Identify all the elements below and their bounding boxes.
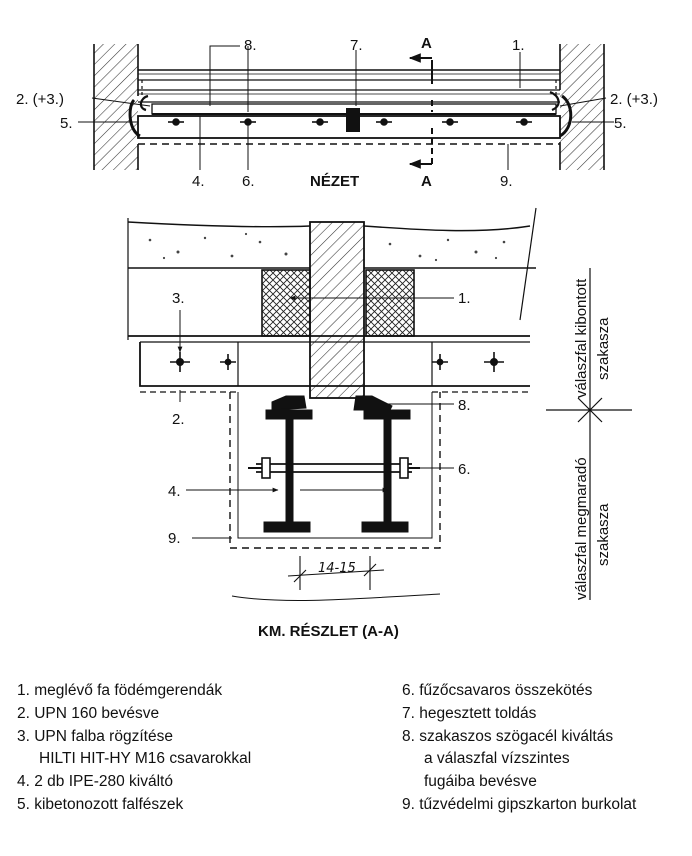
upn-channel — [128, 335, 530, 393]
view-bolts — [168, 118, 532, 126]
legend-item-8-cont1: a válaszfal vízszintes — [424, 750, 570, 768]
legend-item-1: 1. meglévő fa födémgerendák — [17, 682, 223, 699]
section-drawing: 14-15 válaszfal kibontott szakasza válas… — [127, 207, 632, 640]
legend-item-3: 3. UPN falba rögzítése — [17, 727, 173, 745]
view-label-9: 9. — [500, 173, 513, 190]
view-label-7: 7. — [350, 37, 363, 54]
zone-upper-label: válaszfal kibontott szakasza — [573, 278, 612, 398]
view-title: NÉZET — [310, 173, 359, 190]
legend-item-8: 8. szakaszos szögacél kiváltás — [402, 727, 614, 745]
weld-splice — [346, 108, 360, 132]
zone-upper-line2: szakasza — [595, 317, 612, 380]
section-label-8: 8. — [458, 397, 471, 414]
view-label-8: 8. — [244, 37, 257, 54]
legend-item-5: 5. kibetonozott falfészek — [17, 795, 184, 813]
section-label-3: 3. — [172, 290, 185, 307]
floor-layers — [138, 69, 560, 103]
section-label-2: 2. — [172, 411, 185, 428]
view-label-4: 4. — [192, 173, 205, 190]
ceiling-slab — [127, 207, 537, 340]
view-label-5-left: 5. — [60, 115, 73, 132]
view-label-2-left: 2. (+3.) — [16, 91, 64, 108]
zone-lower-label: válaszfal megmaradó szakasza — [573, 457, 612, 600]
view-label-2-right: 2. (+3.) — [610, 91, 658, 108]
section-label-9: 9. — [168, 530, 181, 547]
through-bolt — [248, 457, 420, 479]
legend-item-3-cont: HILTI HIT-HY M16 csavarokkal — [39, 750, 252, 768]
legend-item-9: 9. tűzvédelmi gipszkarton burkolat — [402, 795, 637, 813]
view-drawing: A A 8. 7. 1. 2. (+3.) 2. (+3.) 5. 5. 4. … — [16, 35, 658, 190]
angle-steel — [271, 395, 393, 411]
zone-lower-line1: válaszfal megmaradó — [573, 457, 590, 600]
view-label-1: 1. — [512, 37, 525, 54]
section-title: KM. RÉSZLET (A-A) — [258, 623, 399, 640]
section-mark-bottom: A — [421, 173, 432, 190]
section-mark-top: A — [421, 35, 432, 52]
zone-upper-line1: válaszfal kibontott — [573, 278, 590, 398]
dimension-text: 14-15 — [318, 561, 356, 576]
legend-item-8-cont2: fugáiba bevésve — [424, 773, 537, 791]
right-wall — [559, 44, 605, 170]
section-anchor-bolts — [170, 352, 504, 372]
section-label-6: 6. — [458, 461, 471, 478]
section-cut-line — [408, 53, 433, 169]
section-leaders — [177, 295, 454, 539]
legend-item-4: 4. 2 db IPE-280 kiváltó — [17, 773, 173, 791]
legend-item-2: 2. UPN 160 bevésve — [17, 704, 160, 722]
ipe-beams — [263, 409, 411, 533]
legend-right: 6. fűzőcsavaros összekötés 7. hegesztett… — [402, 680, 636, 817]
legend-left: 1. meglévő fa födémgerendák 2. UPN 160 b… — [17, 680, 251, 817]
zone-divider — [546, 268, 632, 600]
legend-item-6: 6. fűzőcsavaros összekötés — [402, 682, 593, 699]
view-label-5-right: 5. — [614, 115, 627, 132]
section-label-1: 1. — [458, 290, 471, 307]
section-label-4: 4. — [168, 483, 181, 500]
zone-lower-line2: szakasza — [595, 503, 612, 566]
legend-item-7: 7. hegesztett toldás — [402, 704, 537, 722]
section-fire-cover — [229, 392, 441, 549]
dimension-line — [231, 556, 441, 601]
view-label-6: 6. — [242, 173, 255, 190]
partition-wall — [309, 221, 365, 399]
view-leaders — [78, 45, 614, 170]
